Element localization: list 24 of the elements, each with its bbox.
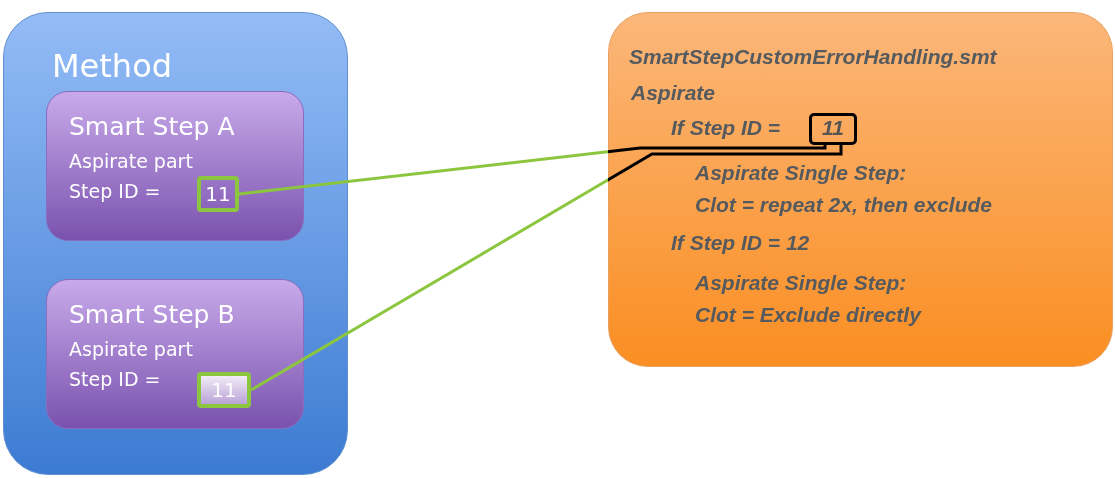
connector-line xyxy=(250,145,843,392)
condition-text: If Step ID = 12 xyxy=(671,231,810,255)
step-box xyxy=(46,91,304,241)
error-handling-box xyxy=(608,12,1113,367)
step-title: Smart Step A xyxy=(69,112,235,141)
action-heading: Aspirate Single Step: xyxy=(695,271,907,295)
action-heading: Aspirate Single Step: xyxy=(695,161,907,185)
section-heading: Aspirate xyxy=(631,81,716,105)
method-container xyxy=(3,12,348,475)
step-id-value: 11 xyxy=(197,372,251,408)
step-id-label: Step ID = xyxy=(69,368,161,390)
file-name: SmartStepCustomErrorHandling.smt xyxy=(629,45,997,69)
action-text: Clot = repeat 2x, then exclude xyxy=(695,193,992,217)
connector-line xyxy=(238,143,827,196)
step-title: Smart Step B xyxy=(69,300,235,329)
step-box xyxy=(46,279,304,429)
step-description: Aspirate part xyxy=(69,150,193,172)
action-text: Clot = Exclude directly xyxy=(695,303,921,327)
step-id-value: 11 xyxy=(197,176,239,212)
container-title: Method xyxy=(52,47,172,85)
step-id-value: 11 xyxy=(809,113,857,145)
step-id-label: Step ID = xyxy=(69,180,161,202)
step-description: Aspirate part xyxy=(69,338,193,360)
condition-text: If Step ID = xyxy=(671,116,781,140)
